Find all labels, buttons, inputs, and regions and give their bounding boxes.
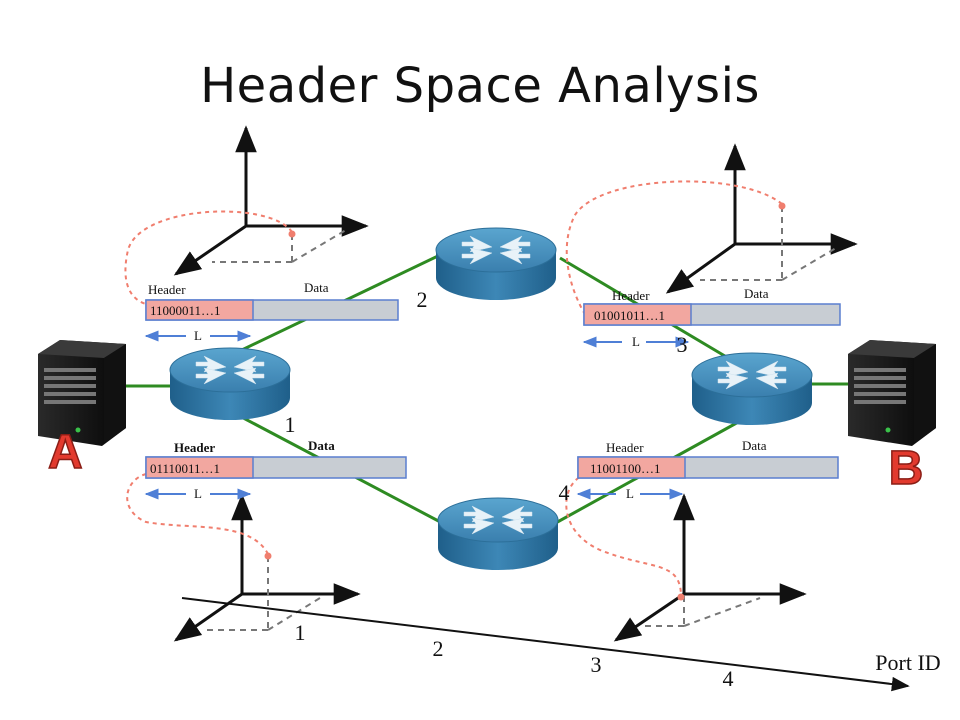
port-axis-tick-2: 2 bbox=[433, 636, 444, 661]
dashed-curve-icon bbox=[565, 473, 682, 596]
host-label-b: B bbox=[889, 442, 924, 495]
axis-3d-icon bbox=[613, 493, 807, 642]
data-label: Data bbox=[744, 286, 769, 301]
server-icon bbox=[848, 340, 936, 446]
data-label: Data bbox=[304, 280, 329, 295]
data-label: Data bbox=[742, 438, 767, 453]
packet-bits: 01001011…1 bbox=[594, 308, 665, 323]
port-number-3: 3 bbox=[677, 332, 688, 357]
port-axis-tick-3: 3 bbox=[591, 652, 602, 677]
projection-lines bbox=[206, 556, 321, 631]
page-title: Header Space Analysis bbox=[200, 58, 760, 114]
projection-lines bbox=[640, 596, 761, 627]
port-axis-tick-4: 4 bbox=[723, 666, 734, 691]
packet-diagram-top-left: 11000011…1 Header Data L bbox=[144, 280, 399, 343]
header-label: Header bbox=[148, 282, 186, 297]
point-marker bbox=[264, 552, 272, 560]
router-icon bbox=[435, 227, 557, 301]
port-number-2: 2 bbox=[417, 287, 428, 312]
point-marker bbox=[677, 593, 685, 601]
length-label: L bbox=[194, 486, 202, 501]
router-icon bbox=[169, 347, 291, 421]
axis-3d-icon bbox=[173, 125, 369, 276]
port-axis-tick-1: 1 bbox=[295, 620, 306, 645]
projection-lines bbox=[212, 229, 347, 263]
packet-diagram-bottom-left: 01110011…1 Header Data L bbox=[144, 438, 407, 501]
port-number-4: 4 bbox=[559, 480, 570, 505]
router-icon bbox=[691, 352, 813, 426]
port-axis-label: Port ID bbox=[875, 650, 940, 675]
packet-bits: 11001100…1 bbox=[590, 461, 661, 476]
axis-3d-icon bbox=[173, 493, 361, 642]
data-label: Data bbox=[308, 438, 335, 453]
packet-bits: 11000011…1 bbox=[150, 303, 221, 318]
axis-3d-icon bbox=[665, 143, 858, 294]
point-marker bbox=[288, 230, 296, 238]
packet-diagram-bottom-right: 11001100…1 Header Data L bbox=[576, 438, 839, 501]
dashed-curve-icon bbox=[124, 210, 293, 305]
header-label: Header bbox=[606, 440, 644, 455]
port-number-1: 1 bbox=[285, 412, 296, 437]
point-marker bbox=[778, 202, 786, 210]
length-label: L bbox=[626, 486, 634, 501]
length-label: L bbox=[194, 328, 202, 343]
packet-diagram-top-right: 01001011…1 Header Data L bbox=[582, 286, 841, 349]
packet-bits: 01110011…1 bbox=[150, 461, 220, 476]
length-label: L bbox=[632, 334, 640, 349]
port-id-axis bbox=[181, 597, 910, 692]
header-label: Header bbox=[612, 288, 650, 303]
header-label: Header bbox=[174, 440, 215, 455]
projection-lines bbox=[700, 206, 837, 281]
router-icon bbox=[437, 497, 559, 571]
host-label-a: A bbox=[48, 426, 83, 479]
